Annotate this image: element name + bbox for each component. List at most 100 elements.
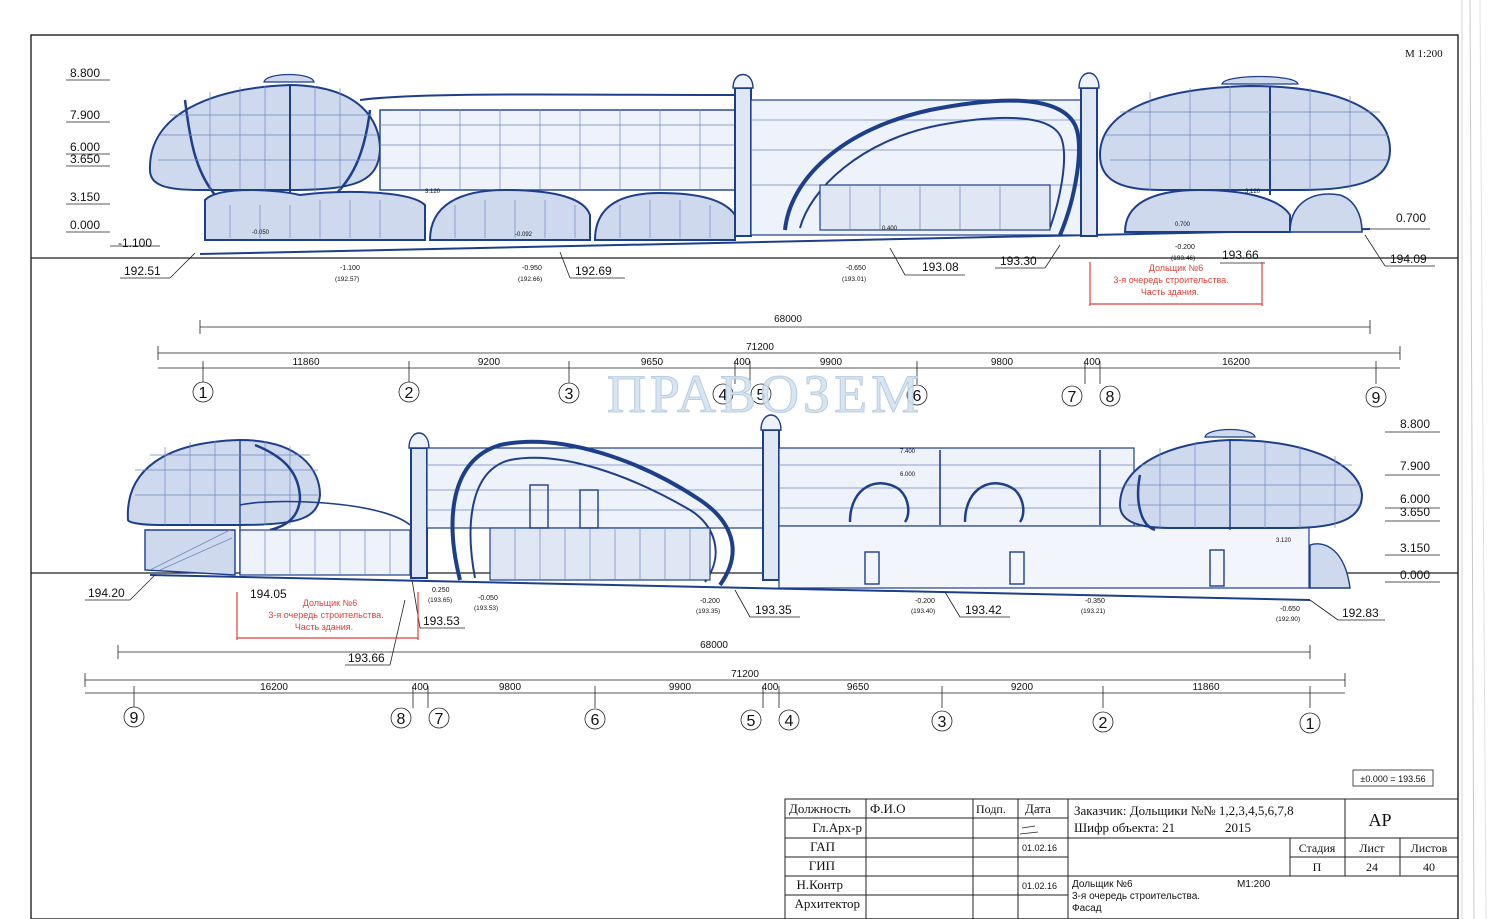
svg-text:0.700: 0.700 (1175, 222, 1191, 228)
ground-mark: 194.20 (88, 586, 125, 600)
svg-text:9800: 9800 (991, 357, 1014, 368)
axis-label: 2 (1099, 715, 1108, 732)
svg-text:(193.01): (193.01) (842, 276, 866, 283)
svg-text:400: 400 (734, 357, 751, 368)
stage-header: Лист (1359, 841, 1385, 855)
ground-mark: 193.66 (348, 651, 385, 665)
ground-mark: 193.53 (423, 614, 460, 628)
sheet-title: Фасад (1072, 903, 1102, 914)
svg-text:68000: 68000 (700, 640, 728, 651)
svg-text:0.400: 0.400 (882, 226, 898, 232)
level-label: 8.800 (70, 66, 100, 80)
svg-text:3-я очередь строительства.: 3-я очередь строительства. (1113, 275, 1228, 285)
level-label-right: 0.700 (1396, 211, 1426, 225)
top-owner-note: Дольщик №6 3-я очередь строительства. Ча… (1089, 262, 1263, 306)
axis-label: 4 (785, 713, 794, 730)
ground-mark: 193.66 (1222, 248, 1259, 262)
svg-text:9650: 9650 (847, 682, 870, 693)
axis-label: 1 (1306, 716, 1315, 733)
zero-mark-box: ±0.000 = 193.56 (1352, 769, 1434, 787)
svg-text:68000: 68000 (774, 314, 802, 325)
level-label: 0.000 (1400, 568, 1430, 582)
top-facade: 8.800 7.900 6.000 3.650 3.150 0.000 -1.1… (31, 66, 1458, 408)
title-block: Должность Ф.И.О Подп. Дата Гл.Арх-р ГАП … (784, 798, 1459, 919)
axis-label: 5 (757, 387, 766, 404)
axis-label: 7 (435, 711, 444, 728)
ground-mark: 193.30 (1000, 254, 1037, 268)
svg-text:(192.66): (192.66) (518, 276, 542, 283)
level-label: 0.000 (70, 218, 100, 232)
bottom-axis-markers: 9 8 7 6 5 4 3 2 1 (123, 706, 1321, 734)
level-label: -1.100 (118, 236, 152, 250)
axis-label: 9 (130, 710, 139, 727)
svg-text:-0.200: -0.200 (1175, 244, 1195, 251)
sheet-scale: М1:200 (1237, 879, 1271, 890)
svg-text:400: 400 (412, 682, 429, 693)
svg-text:(193.21): (193.21) (1081, 608, 1105, 615)
col-header: Ф.И.О (870, 801, 906, 816)
scale-label: М 1:200 (1405, 48, 1443, 60)
ground-mark: 192.83 (1342, 606, 1379, 620)
level-label: 3.150 (1400, 541, 1430, 555)
svg-text:(193.53): (193.53) (474, 605, 498, 612)
svg-text:(193.46): (193.46) (1171, 255, 1195, 262)
level-label: 6.000 (70, 140, 100, 154)
col-header: Подп. (976, 802, 1006, 816)
axis-label: 3 (938, 714, 947, 731)
svg-text:16200: 16200 (1222, 357, 1250, 368)
svg-text:9200: 9200 (1011, 682, 1034, 693)
top-level-marks: 8.800 7.900 6.000 3.650 3.150 0.000 -1.1… (66, 66, 1430, 250)
svg-text:Дольщик №6: Дольщик №6 (1149, 263, 1203, 273)
svg-text:-0.650: -0.650 (846, 265, 866, 272)
top-dimensions: 68000 71200 11860 9200 9650 400 9900 (157, 314, 1401, 384)
role-label: Н.Контр (797, 877, 843, 892)
svg-text:9650: 9650 (641, 357, 664, 368)
ground-mark: 193.08 (922, 260, 959, 274)
top-axis-markers: 1 2 3 4 5 6 7 8 9 (192, 381, 1387, 408)
svg-text:-0.950: -0.950 (522, 265, 542, 272)
svg-text:0.250: 0.250 (432, 587, 450, 594)
svg-text:400: 400 (762, 682, 779, 693)
svg-text:-0.200: -0.200 (915, 598, 935, 605)
svg-text:16200: 16200 (260, 682, 288, 693)
svg-text:3.120: 3.120 (1245, 189, 1261, 195)
year-text: 2015 (1225, 820, 1251, 835)
top-inner-marks: 3.120 3.120 0.400 0.700 -0.050 -0.092 (252, 189, 1261, 238)
bottom-dimensions: 68000 71200 16200 400 9800 9900 400 (84, 640, 1346, 708)
svg-text:(193.40): (193.40) (911, 608, 935, 615)
axis-label: 8 (397, 711, 406, 728)
svg-text:6.000: 6.000 (900, 472, 916, 478)
watermark: ПРАВОЗЕМ (607, 364, 923, 424)
axis-label: 5 (747, 713, 756, 730)
stage-value: 40 (1423, 860, 1435, 874)
role-label: ГАП (810, 839, 835, 854)
axis-label: 9 (1372, 390, 1381, 407)
level-label: 3.650 (1400, 505, 1430, 519)
svg-text:71200: 71200 (746, 342, 774, 353)
ground-mark: 192.51 (124, 264, 161, 278)
svg-text:71200: 71200 (731, 669, 759, 680)
axis-label: 6 (913, 388, 922, 405)
svg-text:3.120: 3.120 (425, 189, 441, 195)
sheet-title: 3-я очередь строительства. (1072, 891, 1200, 902)
svg-text:-0.350: -0.350 (1085, 598, 1105, 605)
svg-text:9900: 9900 (820, 357, 843, 368)
svg-text:3.120: 3.120 (1276, 538, 1292, 544)
axis-label: 2 (405, 385, 414, 402)
date-cell: 01.02.16 (1022, 843, 1057, 853)
level-label: 8.800 (1400, 417, 1430, 431)
stage-value: 24 (1366, 860, 1378, 874)
customer-text: Заказчик: Дольщики №№ 1,2,3,4,5,6,7,8 (1074, 803, 1294, 818)
sheet-title: Дольщик №6 (1072, 879, 1133, 890)
ground-mark: 194.05 (250, 587, 287, 601)
svg-text:-1.100: -1.100 (340, 265, 360, 272)
col-header: Дата (1025, 801, 1051, 816)
svg-text:(192.57): (192.57) (335, 276, 359, 283)
svg-text:11860: 11860 (292, 357, 320, 368)
svg-text:(193.65): (193.65) (428, 597, 452, 604)
bottom-small-marks: 0.250 (193.65) -0.050 (193.53) -0.200 (1… (428, 587, 1300, 623)
svg-text:Дольщик №6: Дольщик №6 (303, 598, 357, 608)
bottom-ground-marks: 194.20 194.05 193.53 193.35 193.42 192.8… (85, 574, 1385, 666)
